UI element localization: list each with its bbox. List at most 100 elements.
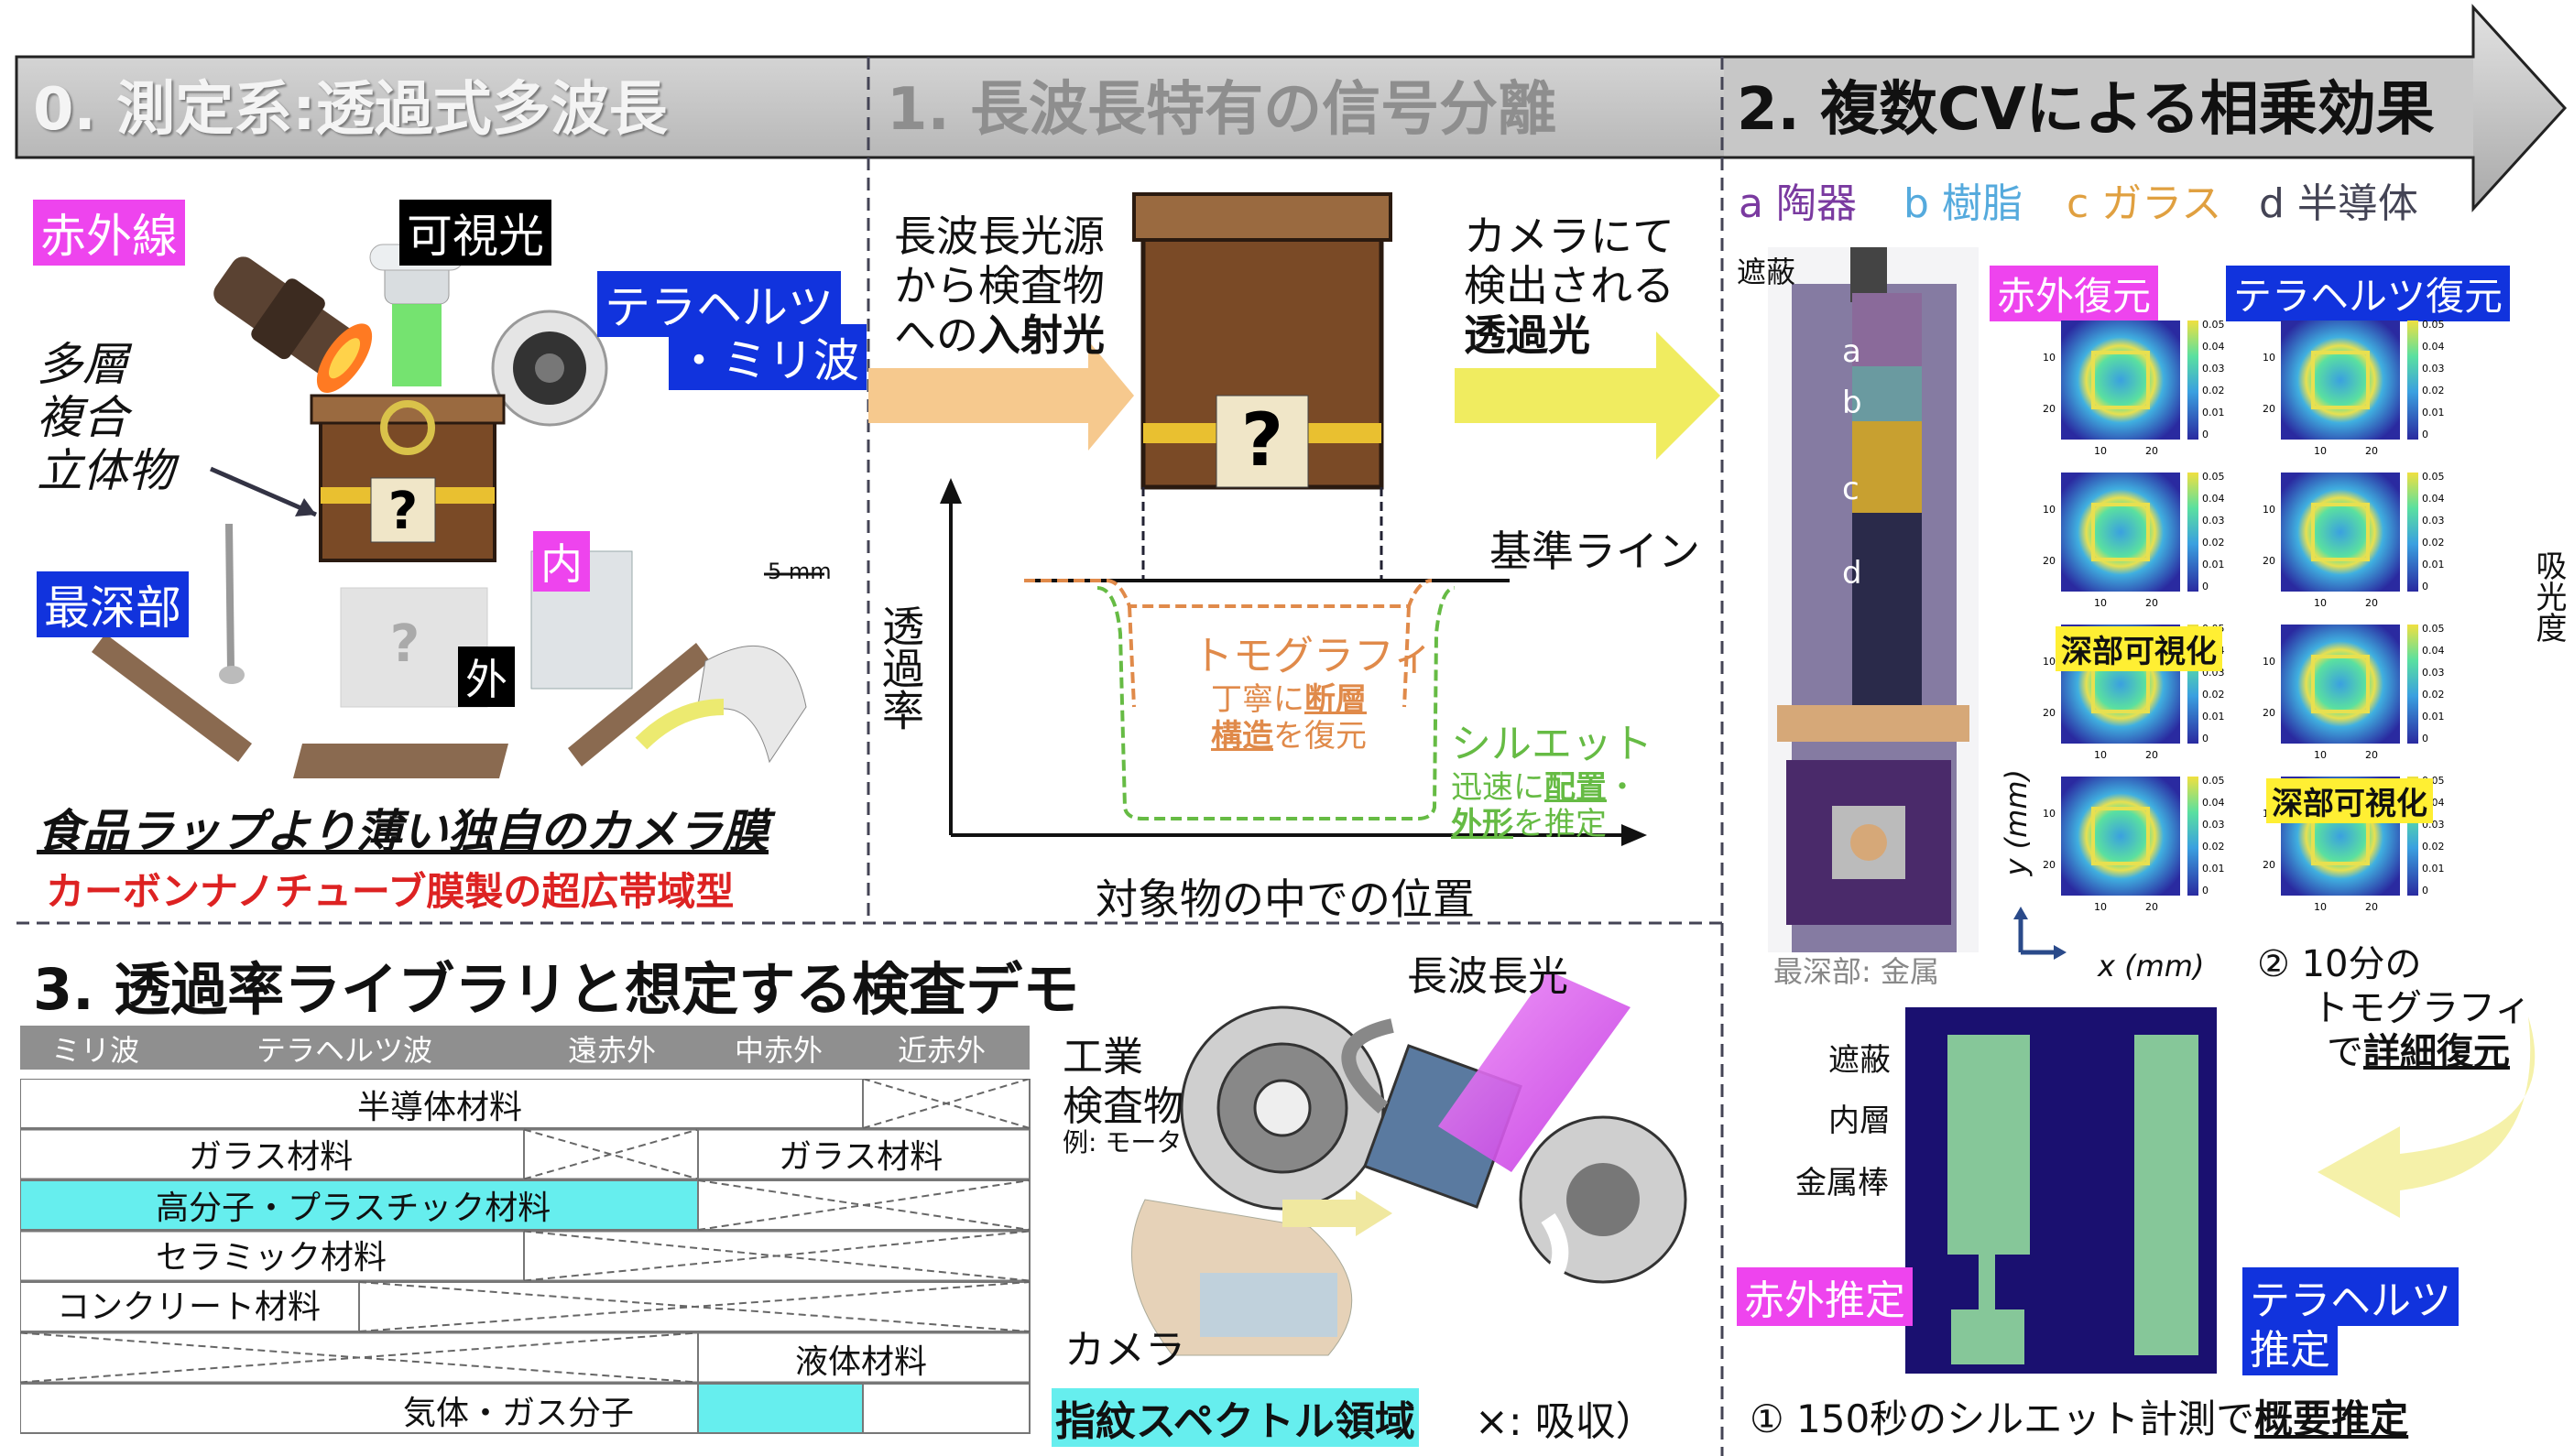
position-axis-label: 対象物の中での位置 [1096,875,1475,924]
colorbar-tick: 0.02 [2422,841,2445,853]
x-tick: 10 [2314,445,2327,457]
colorbar-tick: 0.02 [2202,385,2225,397]
colorbar-tick: 0.05 [2202,471,2225,483]
camera-line-2: 検出される [1464,261,1674,310]
colorbar-tick: 0 [2202,429,2209,440]
fingerprint-region: 指紋スペクトル領域 [1052,1388,1419,1447]
colorbar [2187,321,2198,440]
object-label-3: 立体物 [37,444,174,497]
terahertz-tag-2: ・ミリ波 [669,324,867,390]
flashlight-icon [213,256,373,394]
recon-square [2091,351,2150,409]
header-2: 2. 複数CVによる相乗効果 [1737,76,2435,144]
silhouette-desc-1b: 配置 [1544,769,1607,806]
speaker-icon [491,310,608,427]
x-tick: 10 [2094,901,2107,913]
colorbar-tick: 0.04 [2202,341,2225,353]
table-cell [697,1383,864,1434]
source-line-3: への入射光 [894,302,1105,363]
colorbar-tick: 0.02 [2422,385,2445,397]
silhouette-desc-1a: 迅速に [1451,769,1544,806]
colorbar-tick: 0.04 [2422,645,2445,657]
ir-recon-tag: 赤外復元 [1990,266,2159,321]
recon-map [2281,473,2400,592]
baseline-label: 基準ライン [1489,527,1700,576]
y-tick: 10 [2043,504,2056,516]
colorbar [2407,473,2418,592]
source-line-3b: 入射光 [978,310,1105,360]
colorbar-tick: 0.01 [2422,407,2445,418]
y-tick: 10 [2043,808,2056,820]
x-tick: 10 [2314,749,2327,761]
table-cell [20,1128,525,1180]
y-tick: 20 [2043,555,2056,567]
colorbar-tick: 0.03 [2422,667,2445,679]
x-tick: 20 [2145,749,2158,761]
source-line-2: から検査物 [894,261,1105,310]
panel1-illustration: ? [868,192,1720,846]
x-tick: 20 [2365,445,2378,457]
recon-map [2061,321,2180,440]
colorbar-tick: 0.02 [2202,537,2225,549]
colorbar-tick: 0.02 [2422,537,2445,549]
silhouette-desc-2: 外形を推定 [1451,799,1607,843]
colorbar-tick: 0 [2422,733,2428,744]
thz-est-tag-1: テラヘルツ [2242,1267,2459,1326]
inner-tag: 内 [533,531,590,592]
colorbar-tick: 0.01 [2202,711,2225,723]
colorbar-tick: 0.05 [2422,321,2445,331]
y-tick: 10 [2043,656,2056,668]
recon-square [2091,503,2150,561]
recon-map [2061,777,2180,896]
panel3-title: 3. 透過率ライブラリと想定する検査デモ [33,956,1080,1023]
colorbar-tick: 0.04 [2422,493,2445,505]
x-tick: 20 [2365,749,2378,761]
colorbar [2187,777,2198,896]
table-cell [697,1128,1031,1180]
legend-a: a 陶器 [1739,180,1857,227]
tomography-desc-1: 丁寧に断層 [1211,674,1367,719]
segment-c: c [1842,471,1860,507]
axis-arrows-icon [2013,907,2067,960]
recon-square [2311,655,2370,713]
camera-label: カメラ [1064,1327,1185,1374]
metal-rod-label: 金属棒 [1795,1165,1889,1201]
silhouette-note-b: 概要推定 [2254,1396,2409,1441]
legend-d: d 半導体 [2259,180,2418,227]
absorb-legend: ×: 吸収） [1475,1398,1656,1445]
film-title: 食品ラップより薄い独自のカメラ膜 [37,805,769,858]
silhouette-title: シルエット [1451,721,1652,767]
row-glass-left: ガラス材料 [189,1138,354,1176]
recon-map [2281,321,2400,440]
colorbar [2407,625,2418,744]
thz-recon-tag: テラヘルツ復元 [2226,266,2511,321]
x-tick: 10 [2314,597,2327,609]
header-1: 1. 長波長特有の信号分離 [887,76,1557,144]
colorbar-tick: 0.03 [2202,819,2225,831]
band-header [20,1026,1030,1070]
y-tick: 20 [2043,859,2056,871]
silhouette-note-a: ① 150秒のシルエット計測で [1750,1396,2255,1441]
segment-d: d [1842,555,1862,592]
sample-model [1768,247,1979,952]
colorbar-tick: 0.03 [2422,363,2445,375]
band-far-ir: 遠赤外 [568,1033,657,1068]
silhouette-desc-2a: 外形 [1451,806,1513,842]
crate-icon: ? [310,394,506,562]
colorbar [2187,473,2198,592]
y-tick: 10 [2263,504,2275,516]
colorbar-tick: 0.01 [2202,407,2225,418]
absorb-cross [697,1179,1031,1231]
ir-est-tag: 赤外推定 [1737,1267,1913,1326]
source-line-1: 長波長光源 [894,212,1105,261]
colorbar-tick: 0.05 [2202,775,2225,787]
x-axis-label: x (mm) [2098,949,2205,983]
band-mm: ミリ波 [51,1033,140,1068]
tomography-title: トモグラフィ [1193,633,1434,679]
camera-line-1: カメラにて [1464,212,1674,261]
y-tick: 20 [2043,707,2056,719]
colorbar-tick: 0.02 [2422,689,2445,701]
recon-square [2091,807,2150,865]
row-concrete: コンクリート材料 [57,1288,322,1326]
recon-square [2311,503,2370,561]
